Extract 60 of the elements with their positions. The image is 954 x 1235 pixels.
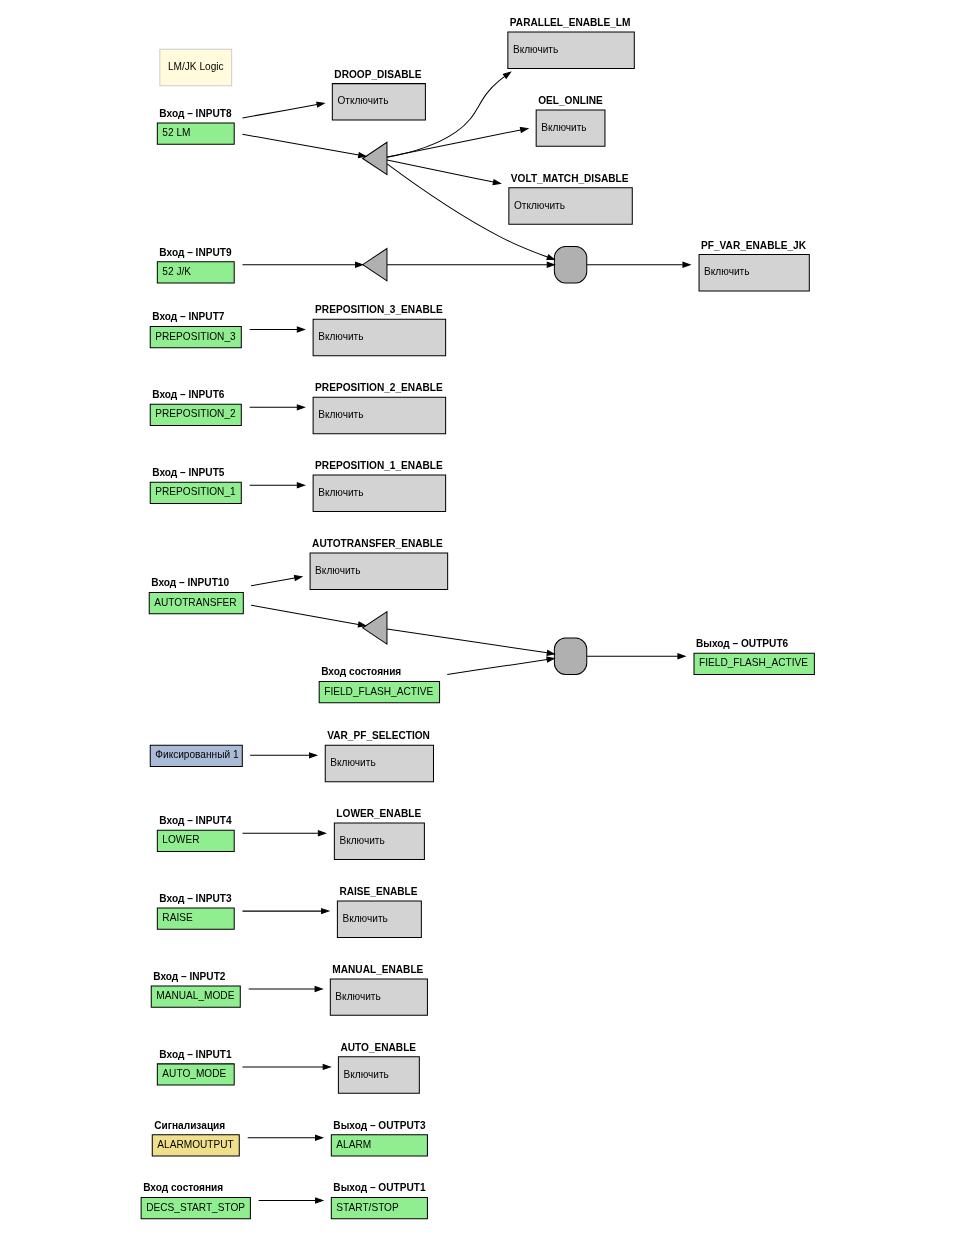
arrow [248,326,306,333]
node-label: Выход – OUTPUT6 [695,638,788,650]
node-label: PREPOSITION_3_ENABLE [314,304,443,316]
node-label: PREPOSITION_1_ENABLE [314,460,443,472]
node-gate [553,637,587,675]
arrow [250,574,303,587]
node-label: PREPOSITION_2_ENABLE [314,382,443,394]
arrow [586,261,692,268]
arrow [241,1063,332,1071]
arrow [246,1134,324,1141]
arrow [241,907,330,915]
node-label: DROOP_DISABLE [333,68,421,80]
arrow [386,159,502,186]
arrow [241,101,326,119]
node-label: Вход – INPUT8 [158,108,232,120]
node-label: Вход состояния [320,666,401,678]
arrow [241,830,327,837]
arrow [386,126,529,158]
node-label: Выход – OUTPUT1 [332,1182,426,1194]
node-label: Вход – INPUT6 [151,389,224,401]
arrow [386,163,556,261]
node-label: Вход – INPUT7 [151,311,224,323]
arrow [249,752,318,759]
node-label: AUTO_ENABLE [339,1041,416,1053]
node-label: MANUAL_ENABLE [331,963,423,975]
node-gate [553,246,587,284]
arrow [386,71,512,158]
node-label: VAR_PF_SELECTION [326,730,430,742]
arrow [586,653,687,660]
node-label: PF_VAR_ENABLE_JK [700,239,806,251]
arrow [386,261,556,268]
node-label: VOLT_MATCH_DISABLE [510,172,628,184]
arrow [250,604,367,628]
node-label: Вход – INPUT4 [158,815,232,827]
node-label: Вход – INPUT10 [150,577,229,589]
arrow [241,133,367,159]
label: LM/JK Logic [167,60,224,72]
node-label: Вход – INPUT9 [158,246,232,258]
node-label: LOWER_ENABLE [335,808,421,820]
node-label: OEL_ONLINE [537,94,603,106]
node-label: Сигнализация [153,1119,225,1131]
arrow [386,628,556,656]
arrow [248,482,306,489]
node-triangle [361,141,387,176]
node-label: PARALLEL_ENABLE_LM [509,16,630,28]
node-label: Вход – INPUT2 [152,970,225,982]
node-triangle [361,610,387,645]
node-label: Выход – OUTPUT3 [332,1119,426,1131]
node-label: Вход – INPUT1 [158,1048,232,1060]
arrow [446,656,556,675]
arrow [248,404,306,411]
arrow [257,1197,324,1204]
arrow [241,261,364,268]
node-label: Вход – INPUT5 [151,467,224,479]
node-label: AUTOTRANSFER_ENABLE [311,537,443,549]
node-label: Вход состояния [142,1182,223,1194]
node-label: RAISE_ENABLE [338,885,418,897]
arrow [247,985,324,993]
node-triangle [361,247,387,282]
node-label: Вход – INPUT3 [158,893,232,905]
